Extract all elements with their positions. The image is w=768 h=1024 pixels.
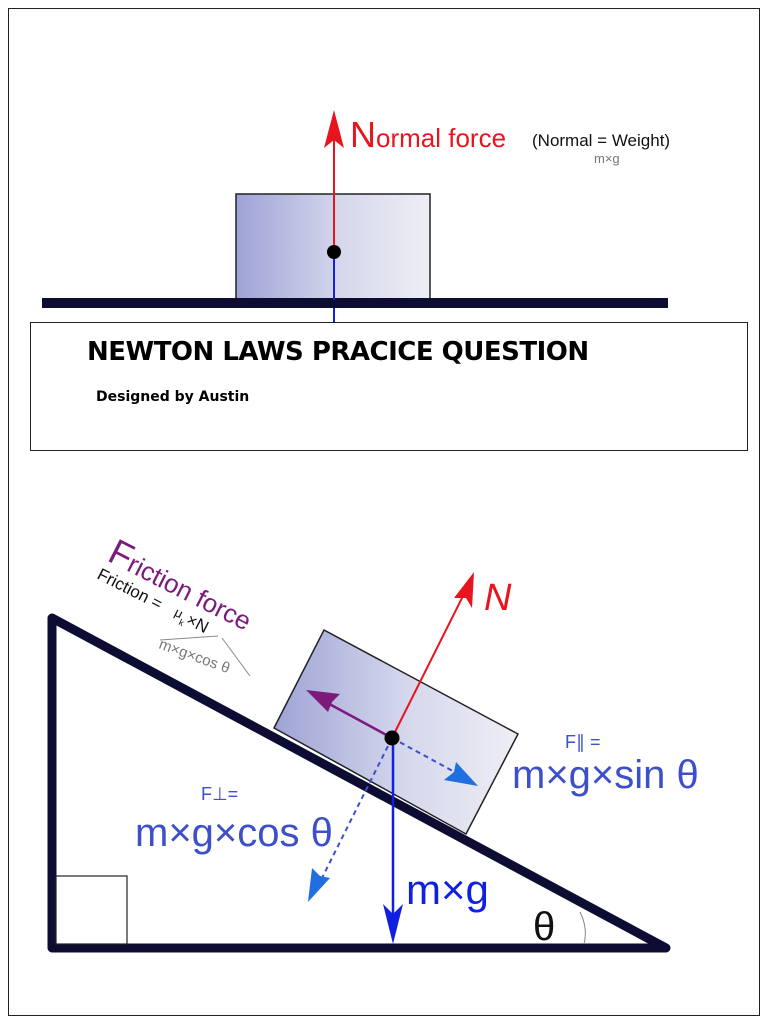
- normal-force-initial: N: [350, 114, 376, 155]
- friction-bracket-right: [221, 637, 251, 677]
- top-normal-arrowhead: [324, 110, 344, 148]
- perpendicular-component-arrow: [317, 737, 393, 887]
- parallel-formula: m×g×sin θ: [512, 753, 699, 797]
- document-title: NEWTON LAWS PRACICE QUESTION: [87, 337, 589, 367]
- normal-relation-label: (Normal = Weight): [532, 131, 670, 150]
- angle-label: θ: [533, 905, 555, 949]
- angle-arc: [579, 911, 586, 945]
- incline-ramp: [47, 613, 671, 953]
- normal-force-label: ormal force: [376, 123, 506, 153]
- incline-weight-label: m×g: [406, 866, 489, 913]
- incline-weight-arrowhead: [383, 904, 403, 944]
- top-center-dot: [327, 245, 341, 259]
- document-subtitle: Designed by Austin: [96, 389, 250, 405]
- friction-normal-formula: m×g×cos θ: [157, 636, 233, 677]
- top-weight-formula: m×g: [594, 151, 620, 166]
- top-diagram: N ormal force (Normal = Weight) m×g: [42, 110, 670, 324]
- friction-normal-formula-group: m×g×cos θ: [157, 636, 233, 677]
- incline-center-dot: [384, 730, 400, 746]
- top-ground: [42, 298, 668, 308]
- parallel-component-arrow: [391, 737, 463, 777]
- title-box: NEWTON LAWS PRACICE QUESTION Designed by…: [30, 322, 748, 451]
- friction-bracket-left: [159, 635, 219, 641]
- friction-mu-sub: k: [177, 617, 186, 628]
- parallel-arrowhead: [444, 762, 478, 786]
- incline-normal-label: N: [484, 577, 512, 619]
- friction-arrowhead: [306, 690, 340, 712]
- incline-diagram: θ N F riction force Friction = μ k ×N: [47, 531, 699, 953]
- page-frame: [8, 8, 760, 1016]
- perpendicular-formula: m×g×cos θ: [135, 811, 333, 855]
- right-angle-marker: [55, 875, 128, 945]
- incline-normal-arrowhead: [454, 572, 474, 608]
- parallel-label: F∥ =: [565, 732, 601, 752]
- perpendicular-label: F⊥=: [201, 784, 238, 804]
- friction-arrow: [321, 698, 393, 740]
- perpendicular-arrowhead: [308, 868, 330, 902]
- incline-normal-arrow: [391, 589, 467, 739]
